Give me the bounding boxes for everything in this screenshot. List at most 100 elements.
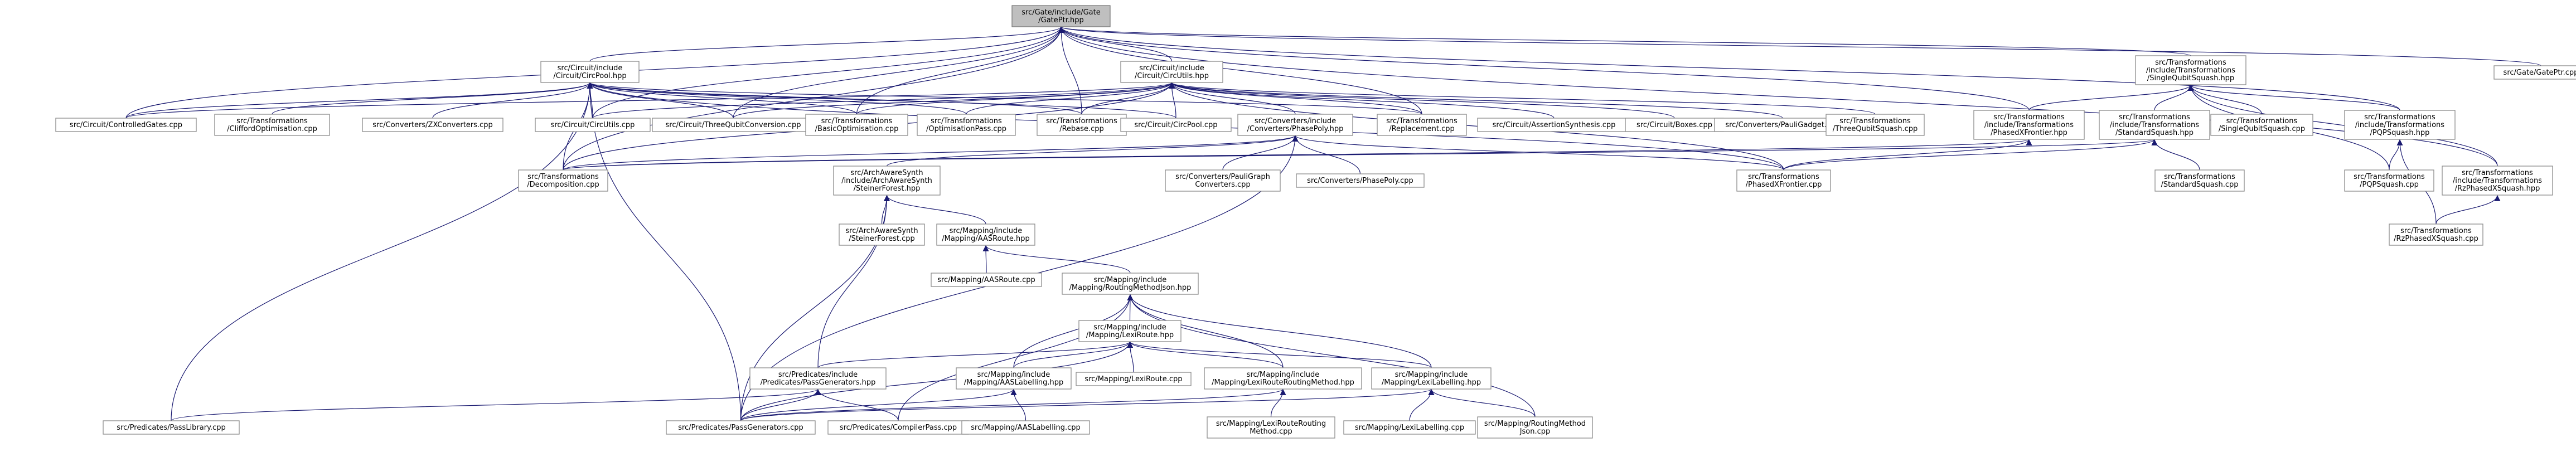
node-label-line: src/Circuit/CircPool.cpp bbox=[1134, 121, 1217, 129]
node-assertionsynthesis-cpp[interactable]: src/Circuit/AssertionSynthesis.cpp bbox=[1477, 118, 1631, 132]
node-box bbox=[931, 273, 1042, 287]
node-rebase-cpp[interactable]: src/Transformations/Rebase.cpp bbox=[1037, 114, 1127, 136]
node-label-line: /include/Transformations bbox=[2146, 66, 2235, 75]
node-lexiroute-cpp[interactable]: src/Mapping/LexiRoute.cpp bbox=[1076, 372, 1192, 386]
dependency-edge bbox=[1270, 388, 1286, 417]
node-circutils-cpp[interactable]: src/Circuit/CircUtils.cpp bbox=[535, 118, 651, 132]
dependency-edge bbox=[1013, 294, 1134, 368]
node-aasroute-cpp[interactable]: src/Mapping/AASRoute.cpp bbox=[931, 273, 1042, 287]
node-label-line: src/Transformations bbox=[1748, 173, 1819, 181]
node-box bbox=[2344, 169, 2434, 192]
node-label-line: /include/Transformations bbox=[2110, 121, 2199, 129]
node-phasepoly-cpp[interactable]: src/Converters/PhasePoly.cpp bbox=[1296, 173, 1425, 188]
node-label-line: /RzPhasedXSquash.cpp bbox=[2394, 235, 2478, 243]
node-threequbitsquash-cpp[interactable]: src/Transformations/ThreeQubitSquash.cpp bbox=[1826, 114, 1925, 136]
dependency-edge bbox=[1058, 26, 1173, 62]
node-circuit-circpool-hpp[interactable]: src/Circuit/include/Circuit/CircPool.hpp bbox=[540, 61, 640, 83]
dependency-edge bbox=[592, 82, 1175, 119]
dependency-edge bbox=[125, 82, 593, 119]
node-cliffordoptimisation-cpp[interactable]: src/Transformations/CliffordOptimisation… bbox=[214, 114, 330, 136]
node-threequbitconversion-cpp[interactable]: src/Circuit/ThreeQubitConversion.cpp bbox=[652, 118, 815, 132]
dependency-edge bbox=[733, 26, 1064, 119]
dependency-edge bbox=[1058, 26, 2030, 111]
node-box bbox=[1204, 367, 1362, 390]
node-controlledgates-cpp[interactable]: src/Circuit/ControlledGates.cpp bbox=[55, 118, 197, 132]
node-label-line: /Decomposition.cpp bbox=[527, 181, 599, 189]
node-phasepoly-hpp[interactable]: src/Converters/include/Converters/PhaseP… bbox=[1237, 114, 1353, 136]
node-zxconverters-cpp[interactable]: src/Converters/ZXConverters.cpp bbox=[362, 118, 503, 132]
node-phasedxfrontier-cpp[interactable]: src/Transformations/PhasedXFrontier.cpp bbox=[1736, 169, 1831, 192]
node-routingmethodjson-hpp[interactable]: src/Mapping/include/Mapping/RoutingMetho… bbox=[1062, 273, 1199, 295]
node-rzphasedxsquash-hpp[interactable]: src/Transformations/include/Transformati… bbox=[2442, 166, 2553, 196]
dependency-edge bbox=[2187, 84, 2400, 111]
node-decomposition-cpp[interactable]: src/Transformations/Decomposition.cpp bbox=[518, 169, 608, 192]
node-gate-gateptr-cpp[interactable]: src/Gate/GatePtr.cpp bbox=[2493, 65, 2576, 80]
node-label-line: /include/Transformations bbox=[2453, 177, 2542, 185]
node-box bbox=[214, 114, 330, 136]
node-singlequbitsquash-hpp[interactable]: src/Transformations/include/Transformati… bbox=[2135, 55, 2246, 85]
node-gate-gateptr-hpp[interactable]: src/Gate/include/Gate/GatePtr.hpp bbox=[1011, 5, 1111, 27]
node-label-line: /Converters/PhasePoly.hpp bbox=[1247, 125, 1344, 133]
dependency-edge bbox=[740, 388, 1434, 421]
dependency-edge bbox=[171, 82, 593, 421]
node-label-line: /SteinerForest.hpp bbox=[854, 184, 921, 193]
node-routingmethodjson-cpp[interactable]: src/Mapping/RoutingMethodJson.cpp bbox=[1477, 416, 1593, 439]
node-steinerforest-cpp[interactable]: src/ArchAwareSynth/SteinerForest.cpp bbox=[839, 223, 925, 246]
dependency-edge bbox=[817, 195, 890, 368]
node-aaslabelling-hpp[interactable]: src/Mapping/include/Mapping/AASLabelling… bbox=[956, 367, 1072, 390]
node-label-line: src/ArchAwareSynth bbox=[850, 169, 923, 177]
node-label-line: src/Mapping/LexiRouteRouting bbox=[1216, 420, 1326, 428]
node-label-line: /Mapping/RoutingMethodJson.hpp bbox=[1069, 284, 1192, 292]
node-lexiroute-hpp[interactable]: src/Mapping/include/Mapping/LexiRoute.hp… bbox=[1078, 320, 1182, 342]
node-lexirouteroutingmethod-cpp[interactable]: src/Mapping/LexiRouteRoutingMethod.cpp bbox=[1207, 416, 1335, 439]
node-singlequbitsquash-cpp[interactable]: src/Transformations/SingleQubitSquash.cp… bbox=[2210, 114, 2313, 136]
node-circpool-cpp[interactable]: src/Circuit/CircPool.cpp bbox=[1120, 118, 1232, 132]
dependency-edge bbox=[1058, 26, 2400, 111]
node-lexilabelling-hpp[interactable]: src/Mapping/include/Mapping/LexiLabellin… bbox=[1371, 367, 1492, 390]
node-passgenerators-cpp[interactable]: src/Predicates/PassGenerators.cpp bbox=[666, 420, 816, 435]
node-pqpsquash-hpp[interactable]: src/Transformations/include/Transformati… bbox=[2344, 110, 2456, 140]
node-label-line: src/Predicates/include bbox=[778, 371, 858, 379]
dependency-edge bbox=[856, 82, 1175, 115]
node-pqpsquash-cpp[interactable]: src/Transformations/PQPSquash.cpp bbox=[2344, 169, 2434, 192]
node-passgenerators-hpp[interactable]: src/Predicates/include/Predicates/PassGe… bbox=[749, 367, 887, 390]
node-label-line: src/Transformations bbox=[1386, 117, 1458, 125]
node-label-line: src/Transformations bbox=[821, 117, 893, 125]
node-aaslabelling-cpp[interactable]: src/Mapping/AASLabelling.cpp bbox=[961, 420, 1090, 435]
node-box bbox=[833, 166, 941, 196]
node-label-line: /SingleQubitSquash.hpp bbox=[2147, 74, 2234, 82]
node-label-line: src/Transformations bbox=[2119, 113, 2190, 121]
node-passlibrary-cpp[interactable]: src/Predicates/PassLibrary.cpp bbox=[103, 420, 240, 435]
dependency-edge bbox=[1127, 294, 1432, 368]
node-optimisationpass-cpp[interactable]: src/Transformations/OptimisationPass.cpp bbox=[917, 114, 1016, 136]
node-box bbox=[839, 223, 925, 246]
node-box bbox=[805, 114, 908, 136]
node-label-line: /RzPhasedXSquash.hpp bbox=[2455, 184, 2540, 193]
node-rzphasedxsquash-cpp[interactable]: src/Transformations/RzPhasedXSquash.cpp bbox=[2389, 223, 2483, 246]
node-basicoptimisation-cpp[interactable]: src/Transformations/BasicOptimisation.cp… bbox=[805, 114, 908, 136]
node-label-line: /include/Transformations bbox=[1984, 121, 2074, 129]
node-label-line: src/Mapping/RoutingMethod bbox=[1484, 420, 1586, 428]
node-lexirouteroutingmethod-hpp[interactable]: src/Mapping/include/Mapping/LexiRouteRou… bbox=[1204, 367, 1362, 390]
node-circuit-circutils-hpp[interactable]: src/Circuit/include/Circuit/CircUtils.hp… bbox=[1120, 61, 1223, 83]
node-standardsquash-cpp[interactable]: src/Transformations/StandardSquash.cpp bbox=[2154, 169, 2245, 192]
node-label-line: src/Converters/PhasePoly.cpp bbox=[1307, 177, 1413, 185]
node-label-line: src/Mapping/LexiLabelling.cpp bbox=[1355, 424, 1464, 432]
node-replacement-cpp[interactable]: src/Transformations/Replacement.cpp bbox=[1377, 114, 1467, 136]
node-box bbox=[1165, 169, 1281, 192]
node-label-line: src/Transformations bbox=[1993, 113, 2065, 121]
node-steinerforest-hpp[interactable]: src/ArchAwareSynth/include/ArchAwareSynt… bbox=[833, 166, 941, 196]
node-compilerpass-cpp[interactable]: src/Predicates/CompilerPass.cpp bbox=[827, 420, 969, 435]
node-boxes-cpp[interactable]: src/Circuit/Boxes.cpp bbox=[1625, 118, 1724, 132]
node-box bbox=[1973, 110, 2085, 140]
node-aasroute-hpp[interactable]: src/Mapping/include/Mapping/AASRoute.hpp bbox=[936, 223, 1035, 246]
node-lexilabelling-cpp[interactable]: src/Mapping/LexiLabelling.cpp bbox=[1343, 420, 1476, 435]
node-phasedxfrontier-hpp[interactable]: src/Transformations/include/Transformati… bbox=[1973, 110, 2085, 140]
node-standardsquash-hpp[interactable]: src/Transformations/include/Transformati… bbox=[2099, 110, 2210, 140]
dependency-edge bbox=[432, 82, 593, 119]
dependency-edge bbox=[1169, 82, 1422, 115]
node-label-line: src/Mapping/AASRoute.cpp bbox=[937, 276, 1035, 284]
dependency-edge bbox=[563, 135, 1298, 171]
dependency-edge bbox=[2389, 139, 2403, 171]
